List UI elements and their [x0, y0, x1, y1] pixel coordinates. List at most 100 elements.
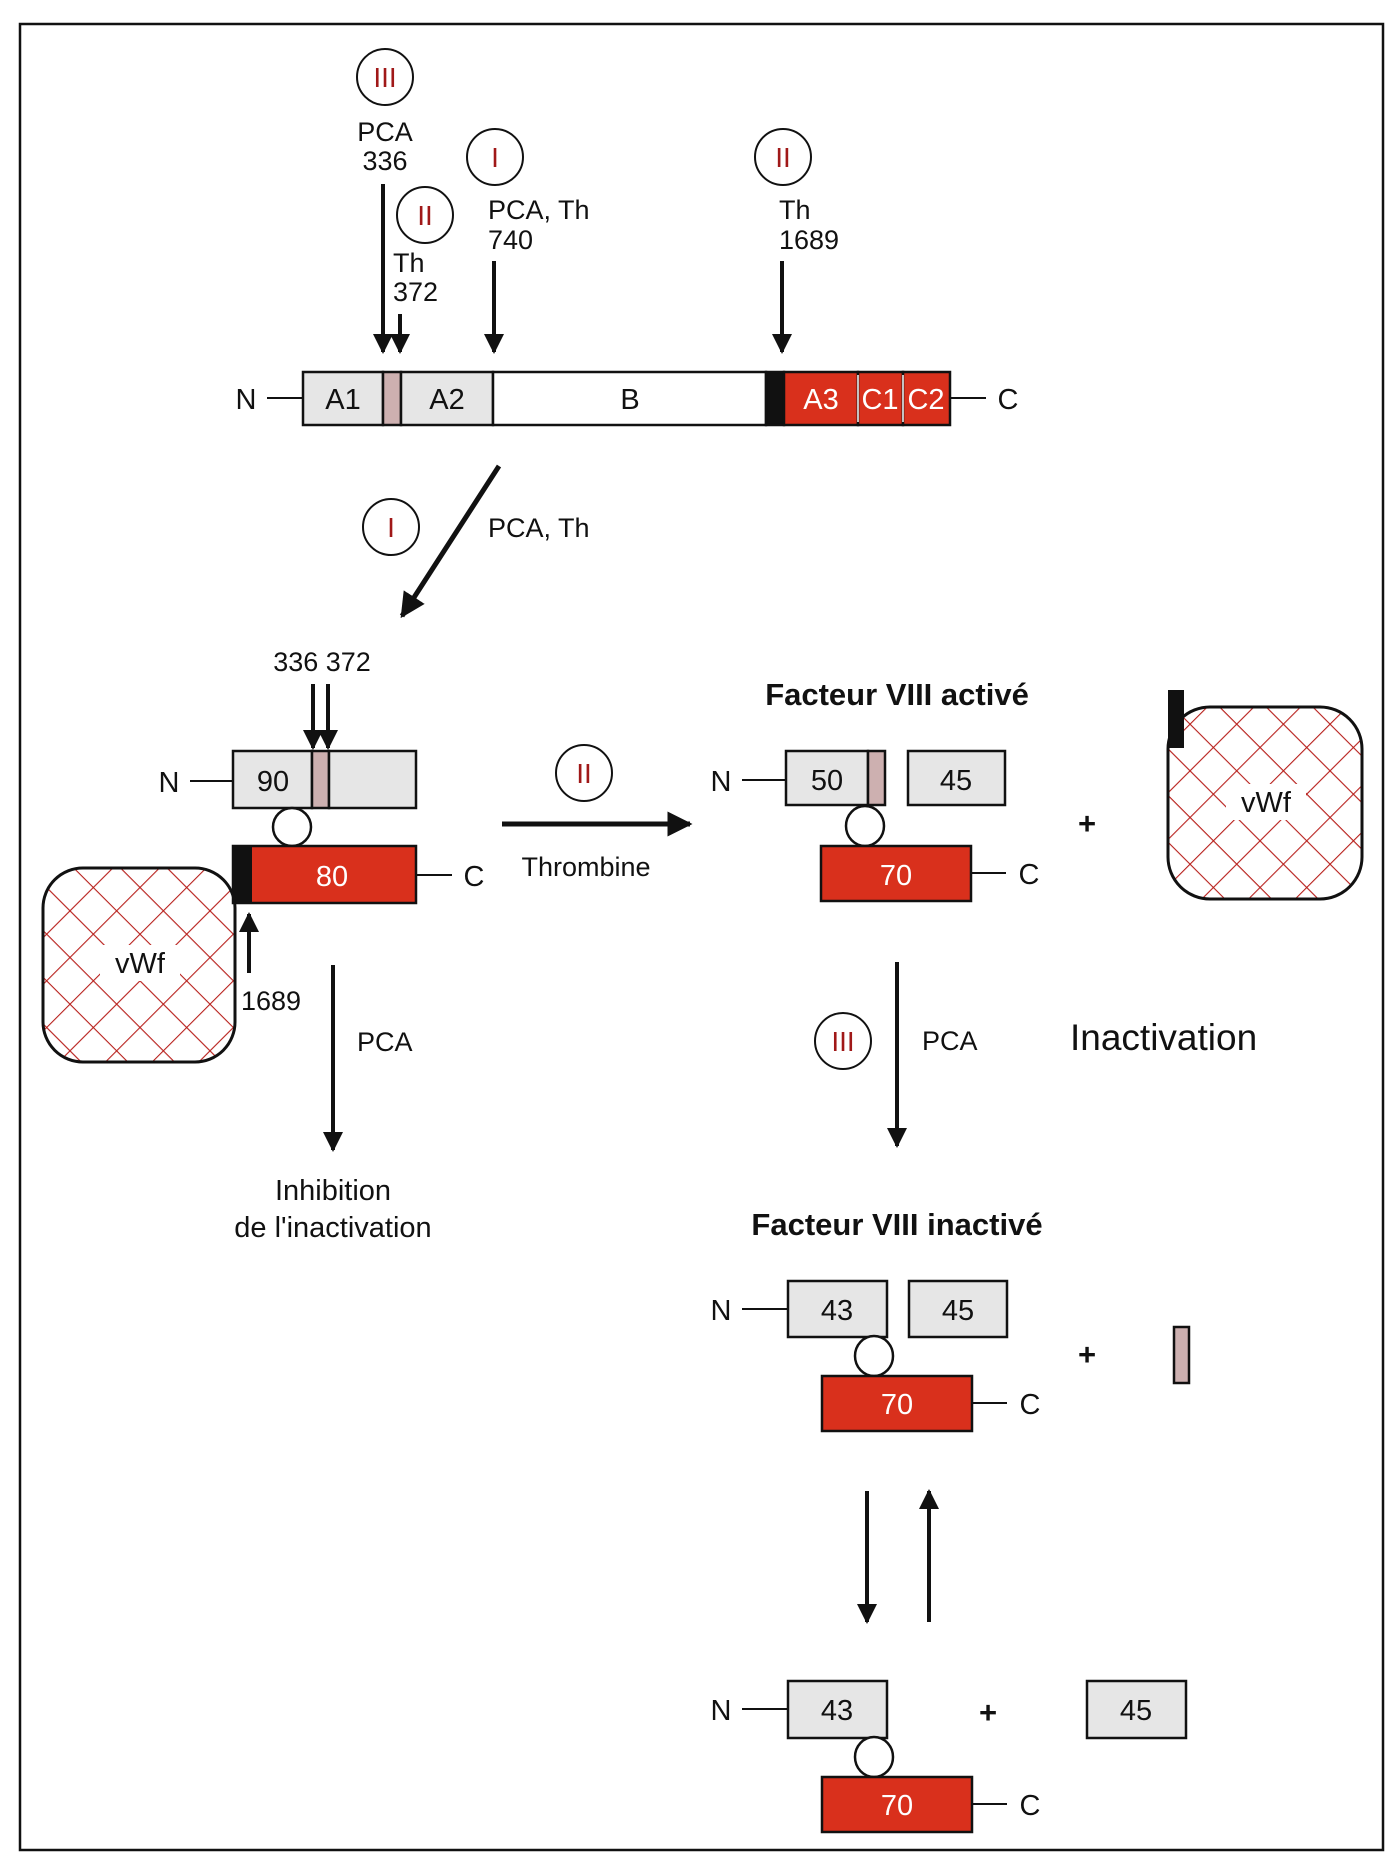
inactivated-a1-label: 43: [821, 1295, 853, 1327]
inhibition-enzyme: PCA: [357, 1027, 413, 1057]
step-ii-badge: [555, 744, 613, 802]
domain-a3-label: A3: [803, 384, 838, 416]
acidic-region-a1: [381, 370, 403, 427]
step-badge-ii: [396, 186, 454, 244]
activated-fviii: Facteur VIII activé N 50 45 70 C + vWf: [711, 677, 1364, 903]
domain-a3: [782, 370, 860, 427]
activated-metal-ion: [844, 804, 886, 848]
site-1689-enzyme: Th: [779, 195, 811, 225]
inactivated-n-terminus: N: [711, 1295, 732, 1327]
site-372-enzyme: Th: [393, 248, 425, 278]
inactivated-metal-ion: [853, 1334, 895, 1378]
heavy-chain-a2: [327, 749, 418, 810]
step-i-badge: [362, 498, 420, 556]
inactivated-a1-43: [786, 1279, 889, 1339]
inactivated-fviii: Facteur VIII inactivé N 43 45 70 C +: [711, 1207, 1191, 1433]
dissociated-a1-43: [786, 1679, 889, 1740]
light-chain-acidic: [233, 846, 252, 903]
metal-ion-bridge: [271, 806, 313, 848]
dissociated-n-terminus: N: [711, 1695, 732, 1727]
step-i-badge-label: I: [387, 512, 395, 543]
step-badge-ii-label: II: [417, 200, 433, 231]
step-badge-iii-label: III: [373, 62, 396, 93]
heterodimer-n-terminus: N: [159, 767, 180, 799]
activated-title: Facteur VIII activé: [765, 677, 1029, 712]
step-iii-badge: [814, 1012, 872, 1070]
dissociated-c-terminus: C: [1020, 1790, 1041, 1822]
light-chain-label: 80: [316, 861, 348, 893]
site-372: II Th 372: [390, 186, 454, 354]
domain-b-label: B: [620, 384, 639, 416]
heavy-chain-label: 90: [257, 766, 289, 798]
inactivated-plus: +: [1078, 1337, 1096, 1372]
vwf-label-left: vWf: [115, 948, 166, 980]
heavy-chain-a1-90: [231, 749, 314, 810]
step-badge-iii: [356, 48, 414, 106]
inactivated-a2-label: 45: [942, 1295, 974, 1327]
step-badge-i: [466, 128, 524, 186]
vwf-label-right: vWf: [1241, 787, 1292, 819]
dissociated-light-label: 70: [881, 1790, 913, 1822]
activated-a1-label: 50: [811, 765, 843, 797]
inactivation-label: Inactivation: [1070, 1017, 1257, 1058]
activated-n-terminus: N: [711, 766, 732, 798]
dissociated-fviii: N 43 70 C + 45: [711, 1679, 1188, 1834]
heterodimer-sites-label: 336 372: [273, 647, 371, 677]
site-372-residue: 372: [393, 277, 438, 307]
thrombin-label: Thrombine: [521, 852, 650, 882]
dissociation-equilibrium: [857, 1489, 939, 1624]
inhibition-result-line2: de l'inactivation: [234, 1212, 431, 1244]
inactivated-light-label: 70: [881, 1389, 913, 1421]
site-336: III PCA 336: [356, 48, 414, 354]
site-1689-residue: 1689: [779, 225, 839, 255]
activated-light-label: 70: [880, 860, 912, 892]
step-iii-badge-label: III: [831, 1026, 854, 1057]
dissociated-plus: +: [979, 1695, 997, 1730]
thrombin-step: II Thrombine: [502, 744, 693, 882]
activated-a2-label: 45: [940, 765, 972, 797]
activated-c-terminus: C: [1019, 859, 1040, 891]
dissociated-metal-ion: [853, 1735, 895, 1779]
site-336-residue: 336: [362, 146, 407, 176]
step-badge-ii-right: [754, 128, 812, 186]
domain-bar: N A1 A2 B A3 C1 C2 C: [236, 370, 1019, 427]
heavy-chain-acidic: [310, 749, 331, 810]
dissociated-a1-label: 43: [821, 1695, 853, 1727]
domain-b: [491, 370, 768, 427]
step-ii-badge-label: II: [576, 758, 592, 789]
step-badge-ii-right-label: II: [775, 142, 791, 173]
site-1689: II Th 1689: [754, 128, 839, 354]
domain-bar-n-terminus: N: [236, 384, 257, 416]
figure-frame: [18, 22, 1385, 1852]
released-acidic-peptide: [1168, 690, 1184, 748]
site-740: I PCA, Th 740: [466, 128, 590, 354]
domain-c2-label: C2: [907, 384, 944, 416]
heterodimer-c-terminus: C: [464, 861, 485, 893]
inhibition-pathway: PCA Inhibition de l'inactivation: [234, 965, 432, 1244]
inactivated-light-chain-70: [820, 1374, 974, 1433]
domain-bar-c-terminus: C: [998, 384, 1019, 416]
domain-a1-label: A1: [325, 384, 360, 416]
activated-a2-45: [906, 749, 1007, 807]
activated-light-chain-70: [819, 844, 973, 903]
free-a2-label: 45: [1120, 1695, 1152, 1727]
inactivated-title: Facteur VIII inactivé: [751, 1207, 1042, 1242]
inhibition-result-line1: Inhibition: [275, 1175, 391, 1207]
released-acidic-fragment: [1172, 1325, 1191, 1385]
site-740-residue: 740: [488, 225, 533, 255]
inactivation-step: III PCA Inactivation: [814, 962, 1257, 1148]
inactivated-a2-45: [907, 1279, 1009, 1339]
heterodimer: 336 372 N 90 80 C vWf 1689: [41, 647, 485, 1064]
vwf-site-1689: 1689: [241, 986, 301, 1016]
acidic-region-a3: [764, 370, 786, 427]
step-badge-i-label: I: [491, 142, 499, 173]
domain-a1: [301, 370, 385, 427]
site-336-enzyme: PCA: [357, 117, 413, 147]
domain-a2-label: A2: [429, 384, 464, 416]
domain-a2: [399, 370, 495, 427]
inactivation-enzyme: PCA: [922, 1026, 978, 1056]
diagonal-arrow-icon: [399, 464, 502, 619]
step-i-processing: I PCA, Th: [362, 464, 590, 619]
step-i-enzymes: PCA, Th: [488, 513, 590, 543]
